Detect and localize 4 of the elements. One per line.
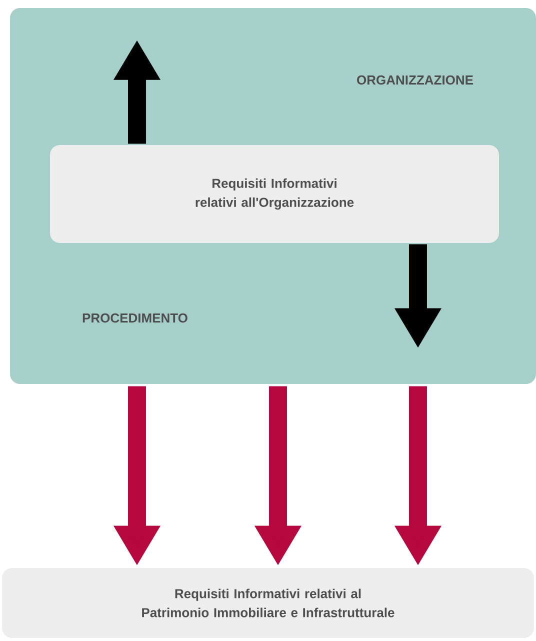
panel-label: PROCEDIMENTO — [82, 313, 188, 323]
text-box: Requisiti Informativi relativi all'Organizzazione — [50, 145, 499, 243]
panel-label: ORGANIZZAZIONE — [357, 75, 473, 85]
text-box: Requisiti Informativi relativi al Patrimonio Immobiliare e Infrastrutturale — [2, 568, 534, 638]
